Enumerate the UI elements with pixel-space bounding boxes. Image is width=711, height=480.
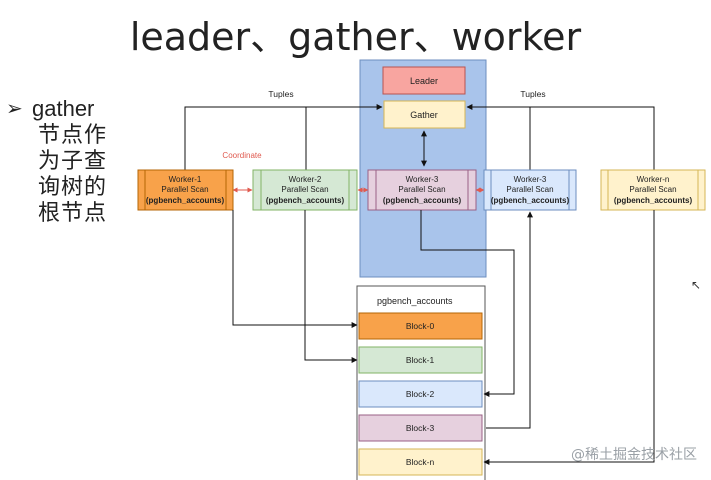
worker-scan: Parallel Scan: [506, 185, 553, 194]
block-box: Block-1: [358, 346, 483, 374]
bullet-heading: gather: [32, 96, 95, 121]
arrow-bullet-icon: ➢: [6, 98, 23, 120]
tuples-left-label: Tuples: [268, 89, 293, 99]
gather-label: Gather: [410, 110, 438, 120]
block-box: Block-0: [358, 312, 483, 340]
worker-table: (pgbench_accounts): [266, 196, 345, 205]
worker-table: (pgbench_accounts): [614, 196, 693, 205]
worker-scan: Parallel Scan: [161, 185, 208, 194]
slide-title: leader、gather、worker: [129, 15, 582, 59]
scan-connectors: [232, 210, 655, 465]
leader-panel: [359, 59, 487, 278]
tuples-right-label: Tuples: [520, 89, 545, 99]
worker-table: (pgbench_accounts): [491, 196, 570, 205]
block-label: Block-n: [406, 457, 435, 467]
worker-box: Worker-n Parallel Scan (pgbench_accounts…: [600, 169, 706, 211]
mouse-cursor-icon: ↖: [691, 278, 702, 292]
worker-table: (pgbench_accounts): [383, 196, 462, 205]
block-box: Block-2: [358, 380, 483, 408]
watermark: @稀土掘金技术社区: [571, 447, 697, 463]
worker-box: Worker-2 Parallel Scan (pgbench_accounts…: [252, 169, 358, 211]
block-box: Block-n: [358, 448, 483, 476]
block-box: Block-3: [358, 414, 483, 442]
worker-name: Worker-n: [637, 175, 670, 184]
coordinate-label: Coordinate: [222, 151, 262, 160]
bullet-line: 询树的: [38, 175, 108, 200]
worker-box: Worker-3 Parallel Scan (pgbench_accounts…: [367, 169, 477, 211]
worker-scan: Parallel Scan: [398, 185, 445, 194]
worker-scan: Parallel Scan: [629, 185, 676, 194]
gather-box: [383, 100, 466, 129]
worker-name: Worker-3: [406, 175, 439, 184]
leader-label: Leader: [410, 76, 438, 86]
worker-scan: Parallel Scan: [281, 185, 328, 194]
worker-name: Worker-1: [169, 175, 202, 184]
worker-box: Worker-3 Parallel Scan (pgbench_accounts…: [483, 169, 577, 211]
block-label: Block-0: [406, 321, 435, 331]
bullet-line: 根节点: [38, 201, 108, 226]
worker-name: Worker-3: [514, 175, 547, 184]
block-label: Block-2: [406, 389, 435, 399]
bullet-line: 为子查: [38, 149, 108, 174]
tuples-connectors: [184, 104, 655, 170]
worker-table: (pgbench_accounts): [146, 196, 225, 205]
block-label: Block-3: [406, 423, 435, 433]
worker-name: Worker-2: [289, 175, 322, 184]
bullet-line: 节点作: [38, 123, 108, 148]
block-label: Block-1: [406, 355, 435, 365]
leader-box: [382, 66, 466, 95]
table-label: pgbench_accounts: [377, 296, 453, 306]
worker-box: Worker-1 Parallel Scan (pgbench_accounts…: [137, 169, 234, 211]
